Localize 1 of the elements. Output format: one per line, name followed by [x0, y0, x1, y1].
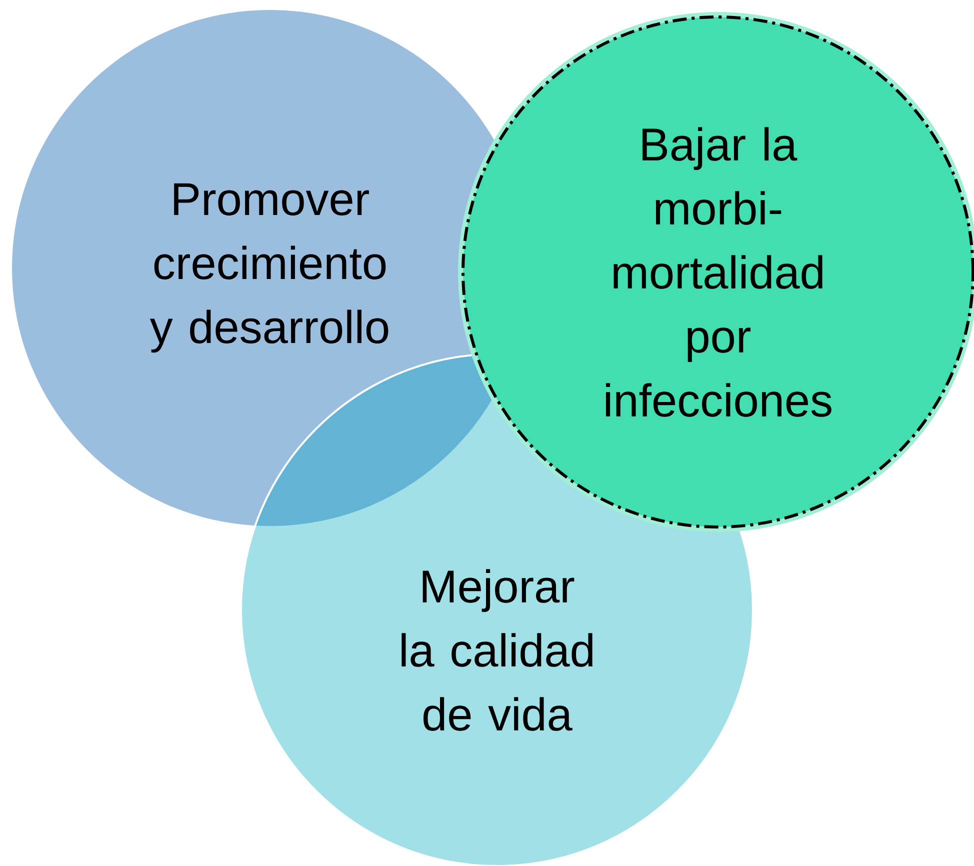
node-label: Mejorar la calidad de vida [402, 569, 592, 731]
